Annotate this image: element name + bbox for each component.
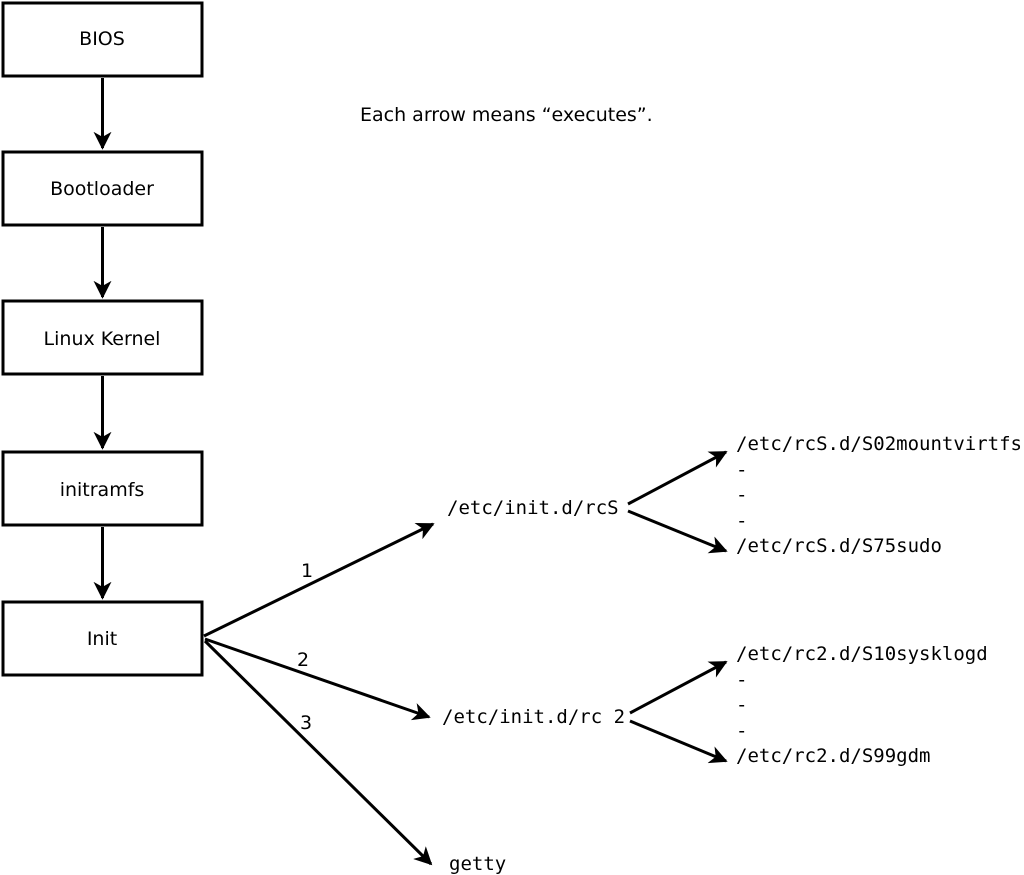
arrow-init-to-rc2 [204, 637, 431, 721]
arrow-init-to-rcS [203, 522, 435, 638]
arrow-rcS-to-first [627, 450, 728, 506]
bootloader-box [1, 150, 204, 227]
rcS-child-first: /etc/rcS.d/S02mountvirtfs [736, 433, 1022, 455]
rc2-child-last: /etc/rc2.d/S99gdm [736, 745, 930, 767]
init-label: Init [87, 628, 117, 650]
arrow-rc2-to-last [629, 719, 728, 764]
getty-label: getty [449, 853, 506, 875]
arrow-label-3: 3 [300, 712, 312, 734]
linux-kernel-label: Linux Kernel [44, 328, 161, 350]
initramfs-label: initramfs [60, 479, 145, 501]
diagram-caption: Each arrow means “executes”. [360, 104, 653, 126]
arrow-label-2: 2 [297, 649, 309, 671]
arrow-rcS-to-last [627, 509, 728, 554]
box-init: Init [1, 600, 204, 677]
rc2-child-first: /etc/rc2.d/S10sysklogd [736, 643, 988, 665]
rcS-child-last: /etc/rcS.d/S75sudo [736, 535, 942, 557]
arrow-label-1: 1 [301, 560, 313, 582]
init-box [1, 600, 204, 677]
ellipsis-dash: - [736, 694, 747, 716]
rc2-script-label: /etc/init.d/rc 2 [442, 706, 625, 728]
ellipsis-dash: - [736, 669, 747, 691]
ellipsis-dash: - [736, 720, 747, 742]
box-bios: BIOS [1, 1, 204, 78]
box-initramfs: initramfs [1, 450, 204, 527]
ellipsis-dash: - [736, 484, 747, 506]
rcS-script-label: /etc/init.d/rcS [447, 497, 619, 519]
bootloader-label: Bootloader [50, 178, 154, 200]
arrow-init-to-getty [203, 639, 433, 866]
box-bootloader: Bootloader [1, 150, 204, 227]
ellipsis-dash: - [736, 459, 747, 481]
bios-label: BIOS [79, 28, 125, 50]
bios-box [1, 1, 204, 78]
initramfs-box [1, 450, 204, 527]
ellipsis-dash: - [736, 510, 747, 532]
arrow-rc2-to-first [629, 660, 728, 715]
box-linux-kernel: Linux Kernel [1, 299, 204, 376]
linux-kernel-box [1, 299, 204, 376]
